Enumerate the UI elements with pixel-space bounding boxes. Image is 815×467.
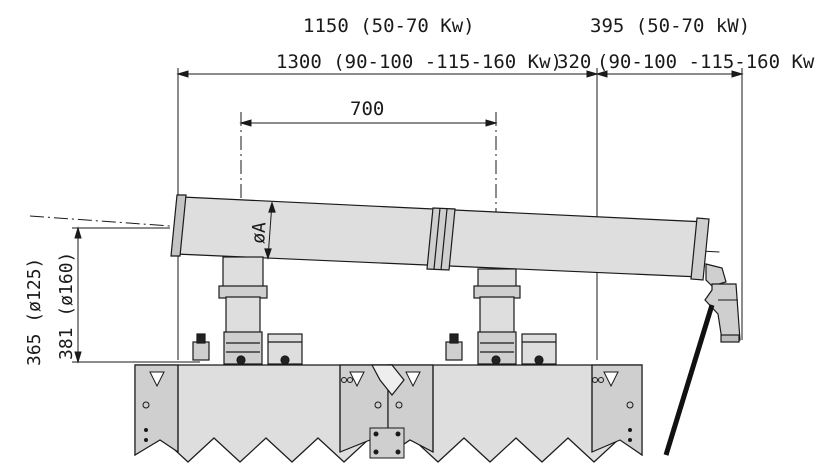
- dimension-lines: [72, 68, 744, 364]
- height-label-outer: 365 (ø125): [24, 258, 45, 366]
- pipe-end-right: [690, 217, 710, 281]
- dimension-second-mid: 320: [557, 51, 591, 73]
- dimension-spacing: 700: [350, 98, 384, 120]
- flue-stacks: [218, 256, 521, 365]
- dimension-second-left: 1300 (90-100 -115-160 Kw): [276, 51, 562, 73]
- boiler-details: [142, 371, 634, 459]
- pipe-coupling: [426, 207, 456, 271]
- dimension-second-right: (90-100 -115-160 Kw): [597, 51, 815, 73]
- drain-hose: [663, 304, 715, 456]
- terminal-body: [704, 283, 741, 341]
- flue-pipe: [170, 194, 710, 281]
- pipe-diameter-label: øA: [248, 221, 270, 244]
- condensate-terminal: [704, 263, 741, 343]
- pipe-end-left: [170, 194, 187, 257]
- height-label-inner: 381 (ø160): [56, 252, 77, 360]
- boiler-units: [134, 364, 643, 463]
- boiler-fittings: [192, 333, 557, 365]
- dimension-top-right: 395 (50-70 kW): [590, 15, 750, 37]
- dimension-top-left: 1150 (50-70 Kw): [303, 15, 475, 37]
